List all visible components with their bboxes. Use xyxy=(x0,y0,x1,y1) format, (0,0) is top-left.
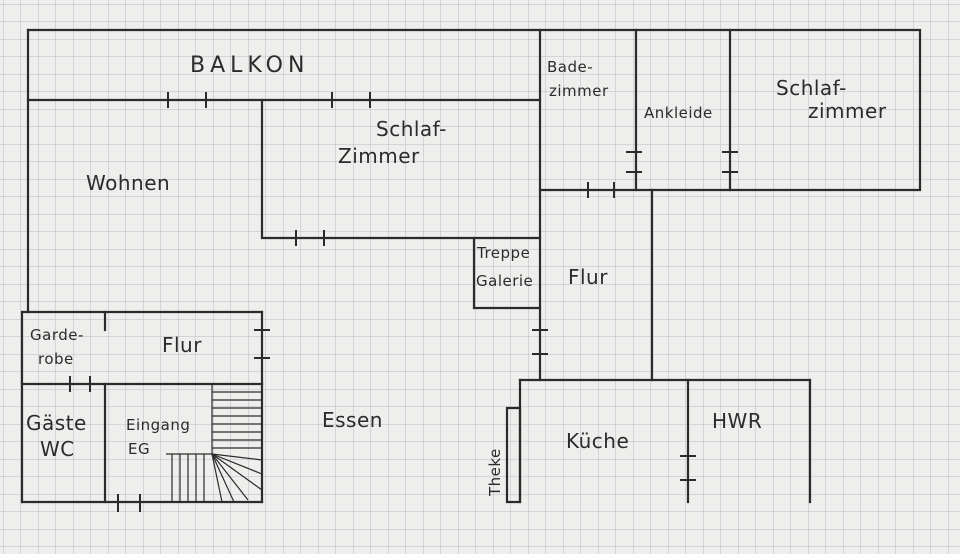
label-hwr: HWR xyxy=(712,409,762,433)
label-schlafzimmer-mid-line1: Schlaf- xyxy=(376,117,447,141)
staircase xyxy=(166,384,263,503)
label-theke: Theke xyxy=(486,448,504,497)
label-galerie: Galerie xyxy=(476,272,533,290)
label-treppe: Treppe xyxy=(476,244,530,262)
label-ankleide: Ankleide xyxy=(644,104,713,122)
label-balkon: BALKON xyxy=(190,53,309,78)
label-eg: EG xyxy=(128,440,150,458)
label-badezimmer-line2: zimmer xyxy=(549,82,609,100)
label-wc: WC xyxy=(40,437,75,461)
label-wohnen: Wohnen xyxy=(86,171,170,195)
door-markers xyxy=(69,92,738,512)
label-schlafzimmer-mid-line2: Zimmer xyxy=(338,144,420,168)
label-gaeste: Gäste xyxy=(26,411,87,435)
label-flur-left: Flur xyxy=(162,333,202,357)
walls xyxy=(20,28,922,504)
label-garderobe-line2: robe xyxy=(38,350,74,368)
label-eingang: Eingang xyxy=(126,416,190,434)
label-kueche: Küche xyxy=(566,429,629,453)
label-badezimmer-line1: Bade- xyxy=(547,58,593,76)
label-flur-right: Flur xyxy=(568,265,608,289)
label-garderobe-line1: Garde- xyxy=(30,326,84,344)
label-essen: Essen xyxy=(322,408,383,432)
label-schlafzimmer-right-line2: zimmer xyxy=(808,99,887,123)
label-schlafzimmer-right-line1: Schlaf- xyxy=(776,76,847,100)
